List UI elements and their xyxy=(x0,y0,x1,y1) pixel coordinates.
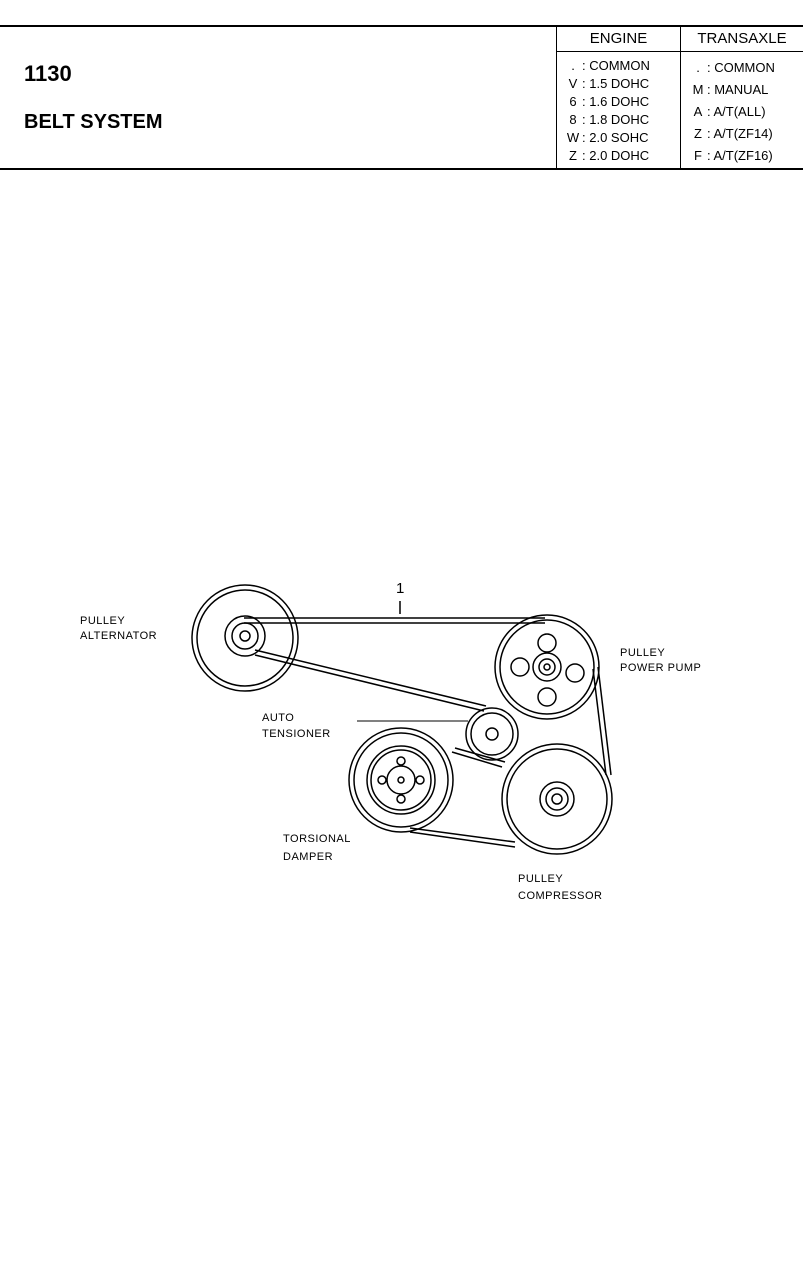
section-number: 1130 xyxy=(24,61,72,86)
table-column-divider xyxy=(680,25,681,170)
power-pump-label-line2: POWER PUMP xyxy=(620,662,701,674)
header-top-rule xyxy=(0,25,803,27)
transaxle-heading: TRANSAXLE xyxy=(697,30,787,47)
engine-heading: ENGINE xyxy=(589,30,648,47)
alternator-pulley xyxy=(191,584,299,692)
transaxle-row: .: COMMON xyxy=(696,60,775,75)
table-heading-rule xyxy=(556,51,803,52)
header-bottom-rule xyxy=(0,168,803,170)
power-pump-label-line1: PULLEY xyxy=(620,647,665,659)
engine-row: Z: 2.0 DOHC xyxy=(569,148,650,163)
transaxle-row: A: A/T(ALL) xyxy=(693,104,766,119)
transaxle-row: F: A/T(ZF16) xyxy=(694,148,773,163)
damper-label-line2: DAMPER xyxy=(283,851,333,863)
section-title: BELT SYSTEM xyxy=(24,111,163,133)
torsional-damper-pulley xyxy=(348,727,454,833)
alternator-label-line2: ALTERNATOR xyxy=(80,630,157,642)
tensioner-label-line2: TENSIONER xyxy=(262,728,331,740)
engine-row: 6: 1.6 DOHC xyxy=(569,94,650,109)
transaxle-row: M: MANUAL xyxy=(692,82,769,97)
compressor-label-line2: COMPRESSOR xyxy=(518,890,602,902)
auto-tensioner-pulley xyxy=(465,707,519,761)
tensioner-label-line1: AUTO xyxy=(262,712,294,724)
callout-number: 1 xyxy=(396,580,404,597)
transaxle-row: Z: A/T(ZF14) xyxy=(694,126,773,141)
page-header: 1130 BELT SYSTEM ENGINE TRANSAXLE .: COM… xyxy=(0,25,803,171)
alternator-label-line1: PULLEY xyxy=(80,615,125,627)
engine-row: V: 1.5 DOHC xyxy=(568,76,650,91)
compressor-pulley xyxy=(501,743,613,855)
engine-row: W: 2.0 SOHC xyxy=(566,130,649,145)
compressor-label-line1: PULLEY xyxy=(518,873,563,885)
engine-row: .: COMMON xyxy=(571,58,650,73)
engine-row: 8: 1.8 DOHC xyxy=(569,112,650,127)
power-pump-pulley xyxy=(494,614,600,720)
table-left-border xyxy=(556,25,557,170)
damper-label-line1: TORSIONAL xyxy=(283,833,351,845)
